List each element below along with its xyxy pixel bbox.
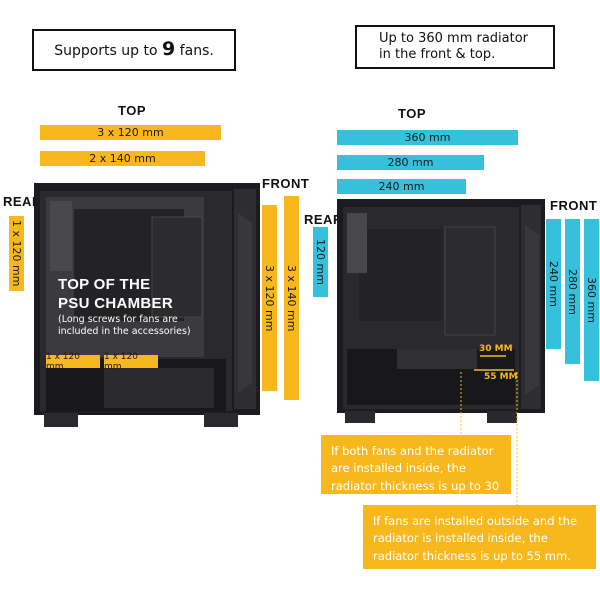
note-55mm: If fans are installed outside and the ra… bbox=[363, 505, 596, 569]
radiator-support-header: Up to 360 mm radiator in the front & top… bbox=[355, 25, 555, 69]
dimension-55mm: 55 MM bbox=[484, 372, 518, 382]
right-case-drawing bbox=[337, 199, 545, 423]
right-front-bar-2: 280 mm bbox=[565, 219, 580, 364]
left-top-bar-1: 3 x 120 mm bbox=[40, 125, 221, 140]
psu-bar-1: 1 x 120 mm bbox=[46, 352, 100, 372]
dimension-30mm: 30 MM bbox=[479, 344, 513, 354]
left-front-bar-2: 3 x 140 mm bbox=[284, 196, 299, 400]
right-rear-label: REAR bbox=[304, 212, 343, 227]
left-front-bar-1: 3 x 120 mm bbox=[262, 205, 277, 391]
left-case-image bbox=[34, 183, 260, 429]
psu-title-line1: TOP OF THE bbox=[58, 276, 151, 293]
left-top-bar-2: 2 x 140 mm bbox=[40, 151, 205, 166]
left-rear-bar: 1 x 120 mm bbox=[9, 216, 24, 291]
left-front-label: FRONT bbox=[262, 176, 310, 191]
right-case-image bbox=[337, 199, 545, 425]
psu-note: (Long screws for fans are included in th… bbox=[58, 314, 191, 338]
right-top-bar-3: 240 mm bbox=[337, 179, 466, 194]
fan-support-header: Supports up to 9 fans. bbox=[32, 29, 236, 71]
right-top-bar-1: 360 mm bbox=[337, 130, 518, 145]
psu-bar-2: 1 x 120 mm bbox=[104, 352, 158, 372]
right-front-label: FRONT bbox=[550, 198, 598, 213]
left-case-drawing bbox=[34, 183, 260, 427]
left-top-label: TOP bbox=[118, 103, 146, 118]
note-30mm: If both fans and the radiator are instal… bbox=[321, 435, 511, 510]
right-front-bar-3: 360 mm bbox=[584, 219, 599, 381]
right-front-bar-1: 240 mm bbox=[546, 219, 561, 349]
right-top-bar-2: 280 mm bbox=[337, 155, 484, 170]
right-rear-bar: 120 mm bbox=[313, 227, 328, 297]
left-rear-label: REAR bbox=[3, 194, 42, 209]
right-top-label: TOP bbox=[398, 106, 426, 121]
psu-title-line2: PSU CHAMBER bbox=[58, 295, 173, 312]
